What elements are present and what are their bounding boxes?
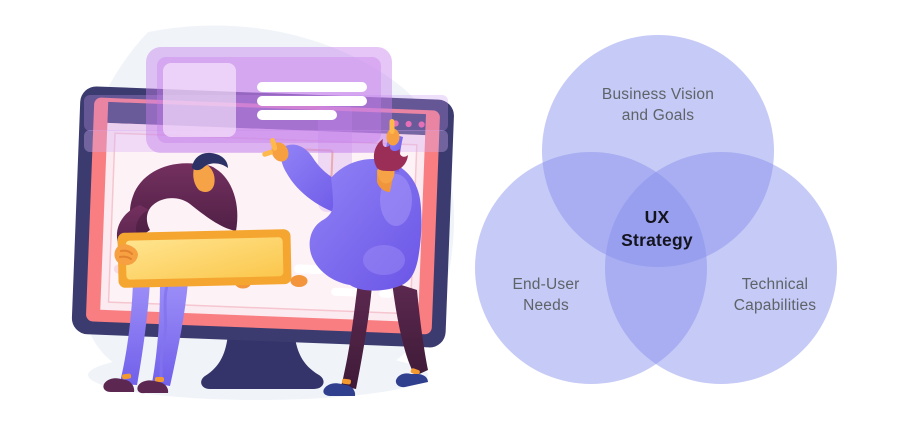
person-left-leg	[120, 282, 150, 385]
venn-label-technical: Technical Capabilities	[733, 276, 817, 314]
card-image-placeholder	[163, 63, 236, 137]
person-left-face	[193, 163, 215, 193]
card-text-bars	[257, 82, 367, 120]
person-left-hair	[192, 152, 228, 171]
person-right-hand-on-card	[262, 137, 289, 162]
ankle-accent	[122, 373, 132, 380]
person-right-shoe	[395, 373, 428, 388]
person-left-shoe	[103, 378, 135, 392]
venn-circle-technical	[605, 152, 837, 384]
venn-label-ux-strategy: UX Strategy	[621, 207, 693, 250]
person-right-shoe	[323, 383, 356, 396]
person-left-hand-under-banner	[290, 275, 308, 287]
person-right-hand-on-header	[386, 119, 400, 146]
person-right-hair	[373, 139, 408, 172]
venn-label-end-user: End-User Needs	[512, 276, 580, 314]
yellow-banner	[117, 229, 292, 288]
ankle-accent	[155, 377, 164, 382]
ankle-accent	[341, 378, 351, 385]
person-left-shoe	[137, 380, 169, 394]
monitor-stand	[201, 330, 324, 389]
venn-label-business: Business Vision and Goals	[601, 86, 715, 124]
floating-ui-card	[146, 47, 392, 153]
leg-shade	[158, 285, 169, 381]
person-right-leg	[341, 282, 372, 389]
blouse-highlight	[363, 245, 405, 275]
ankle-accent	[410, 368, 420, 375]
person-right	[262, 119, 428, 396]
venn-circle-business	[542, 35, 774, 267]
banner-fill	[125, 237, 284, 280]
venn-circle-end-user	[475, 152, 707, 384]
person-left-hand-on-banner	[114, 244, 138, 266]
person-right-leg	[392, 282, 428, 376]
web-build-illustration	[71, 25, 455, 401]
